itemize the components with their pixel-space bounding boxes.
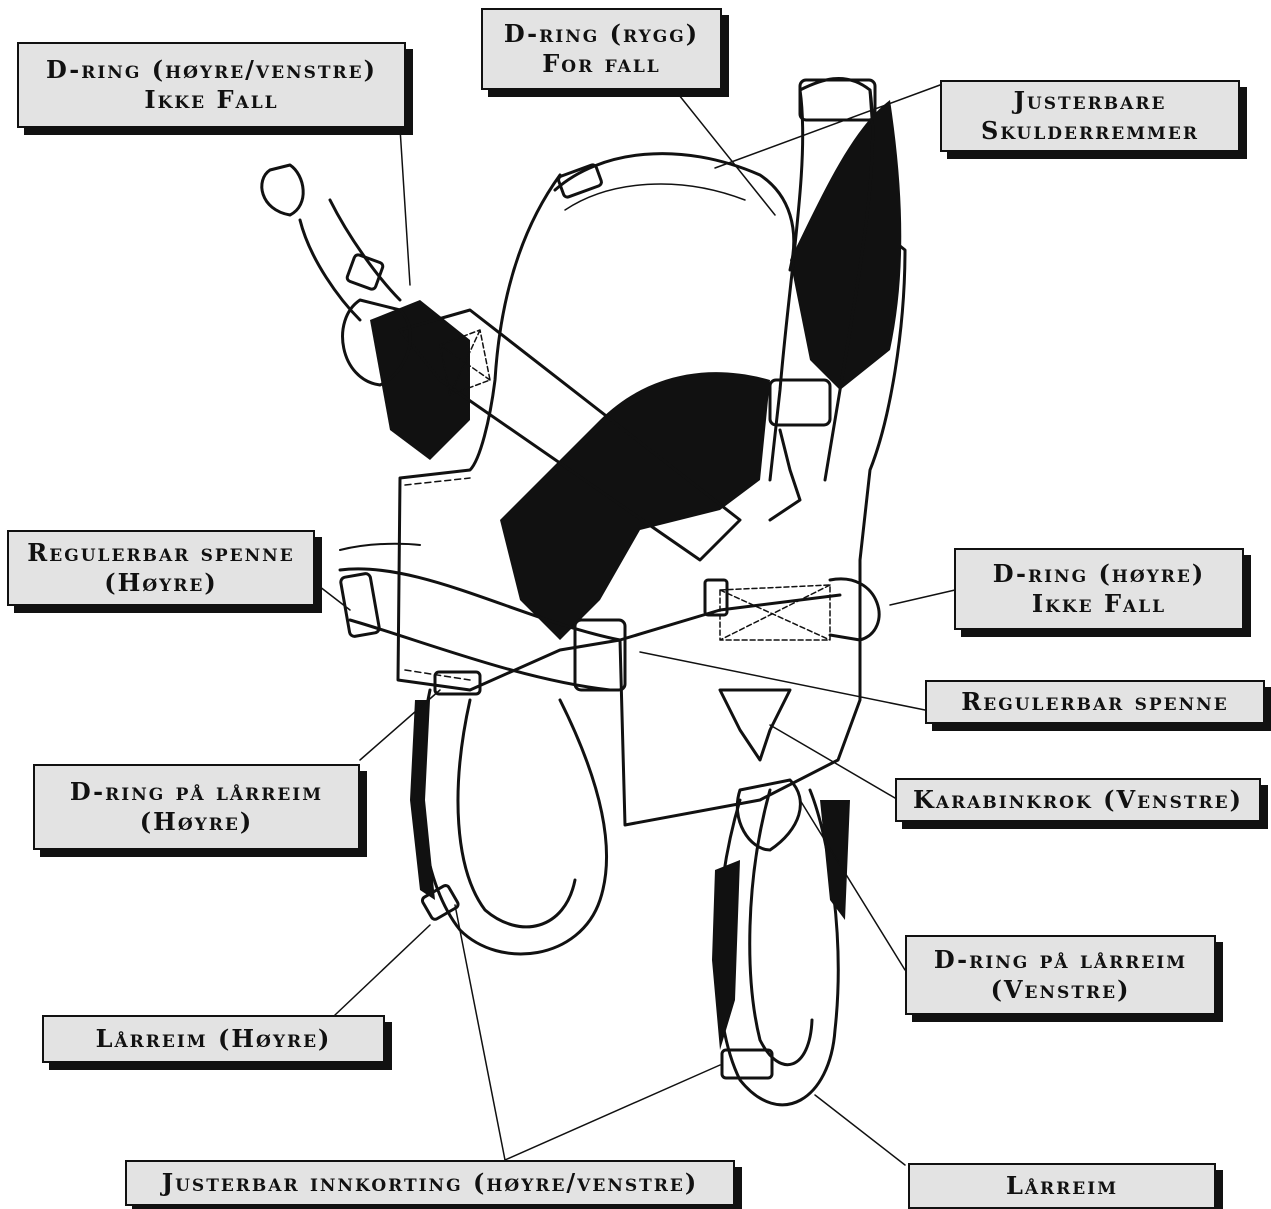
interior-shadow (500, 372, 770, 640)
label-d-ring-back-line1: D-ring (rygg) (483, 19, 720, 49)
label-thigh-d-ring-right: D-ring på lårreim (Høyre) (33, 764, 360, 850)
label-thigh-d-ring-right-line1: D-ring på lårreim (35, 777, 358, 807)
label-d-ring-side: D-ring (høyre/venstre) Ikke Fall (17, 42, 406, 128)
label-shoulder-straps: Justerbare Skulderremmer (940, 80, 1240, 152)
side-snap-hook (262, 165, 303, 215)
label-thigh-strap: Lårreim (908, 1163, 1216, 1209)
thigh-strap-left-shadow (712, 800, 850, 1050)
label-adjustable-shortening: Justerbar innkorting (høyre/venstre) (125, 1160, 735, 1206)
label-d-ring-back-line2: For fall (483, 49, 720, 79)
shoulder-shadow (790, 100, 901, 390)
label-thigh-strap-right: Lårreim (Høyre) (42, 1015, 385, 1063)
thigh-strap-right-shadow (410, 700, 435, 900)
label-thigh-d-ring-left: D-ring på lårreim (Venstre) (905, 935, 1216, 1015)
belt-d-ring (830, 579, 879, 640)
label-d-ring-right-line1: D-ring (høyre) (956, 559, 1242, 589)
label-buckle-right-line1: Regulerbar spenne (9, 538, 313, 568)
label-carabiner-left-line1: Karabinkrok (Venstre) (897, 785, 1259, 815)
label-buckle-right-line2: (Høyre) (9, 568, 313, 598)
label-thigh-d-ring-left-line2: (Venstre) (907, 975, 1214, 1005)
back-panel-inner (405, 478, 470, 680)
back-yoke (555, 154, 794, 270)
thigh-strap-right (420, 690, 606, 954)
label-thigh-strap-line1: Lårreim (910, 1171, 1214, 1201)
label-buckle-right: Regulerbar spenne (Høyre) (7, 530, 315, 606)
label-buckle: Regulerbar spenne (925, 680, 1265, 724)
label-thigh-strap-right-line1: Lårreim (Høyre) (44, 1024, 383, 1054)
thigh-d-ring-right-buckle (435, 672, 480, 694)
label-d-ring-right: D-ring (høyre) Ikke Fall (954, 548, 1244, 630)
label-shoulder-straps-line1: Justerbare (942, 86, 1238, 116)
label-d-ring-back: D-ring (rygg) For fall (481, 8, 722, 90)
snap-hook-left (720, 690, 790, 760)
belt-stitch-box (720, 585, 830, 640)
label-thigh-d-ring-right-line2: (Høyre) (35, 807, 358, 837)
label-carabiner-left: Karabinkrok (Venstre) (895, 778, 1261, 822)
label-d-ring-side-line1: D-ring (høyre/venstre) (19, 55, 404, 85)
label-thigh-d-ring-left-line1: D-ring på lårreim (907, 945, 1214, 975)
label-d-ring-side-line2: Ikke Fall (19, 85, 404, 115)
label-shoulder-straps-line2: Skulderremmer (942, 116, 1238, 146)
label-buckle-line1: Regulerbar spenne (927, 687, 1263, 717)
side-strap (300, 200, 400, 320)
label-adjustable-shortening-line1: Justerbar innkorting (høyre/venstre) (127, 1168, 733, 1198)
waist-belt-pad (340, 544, 420, 550)
label-d-ring-right-line2: Ikke Fall (956, 589, 1242, 619)
